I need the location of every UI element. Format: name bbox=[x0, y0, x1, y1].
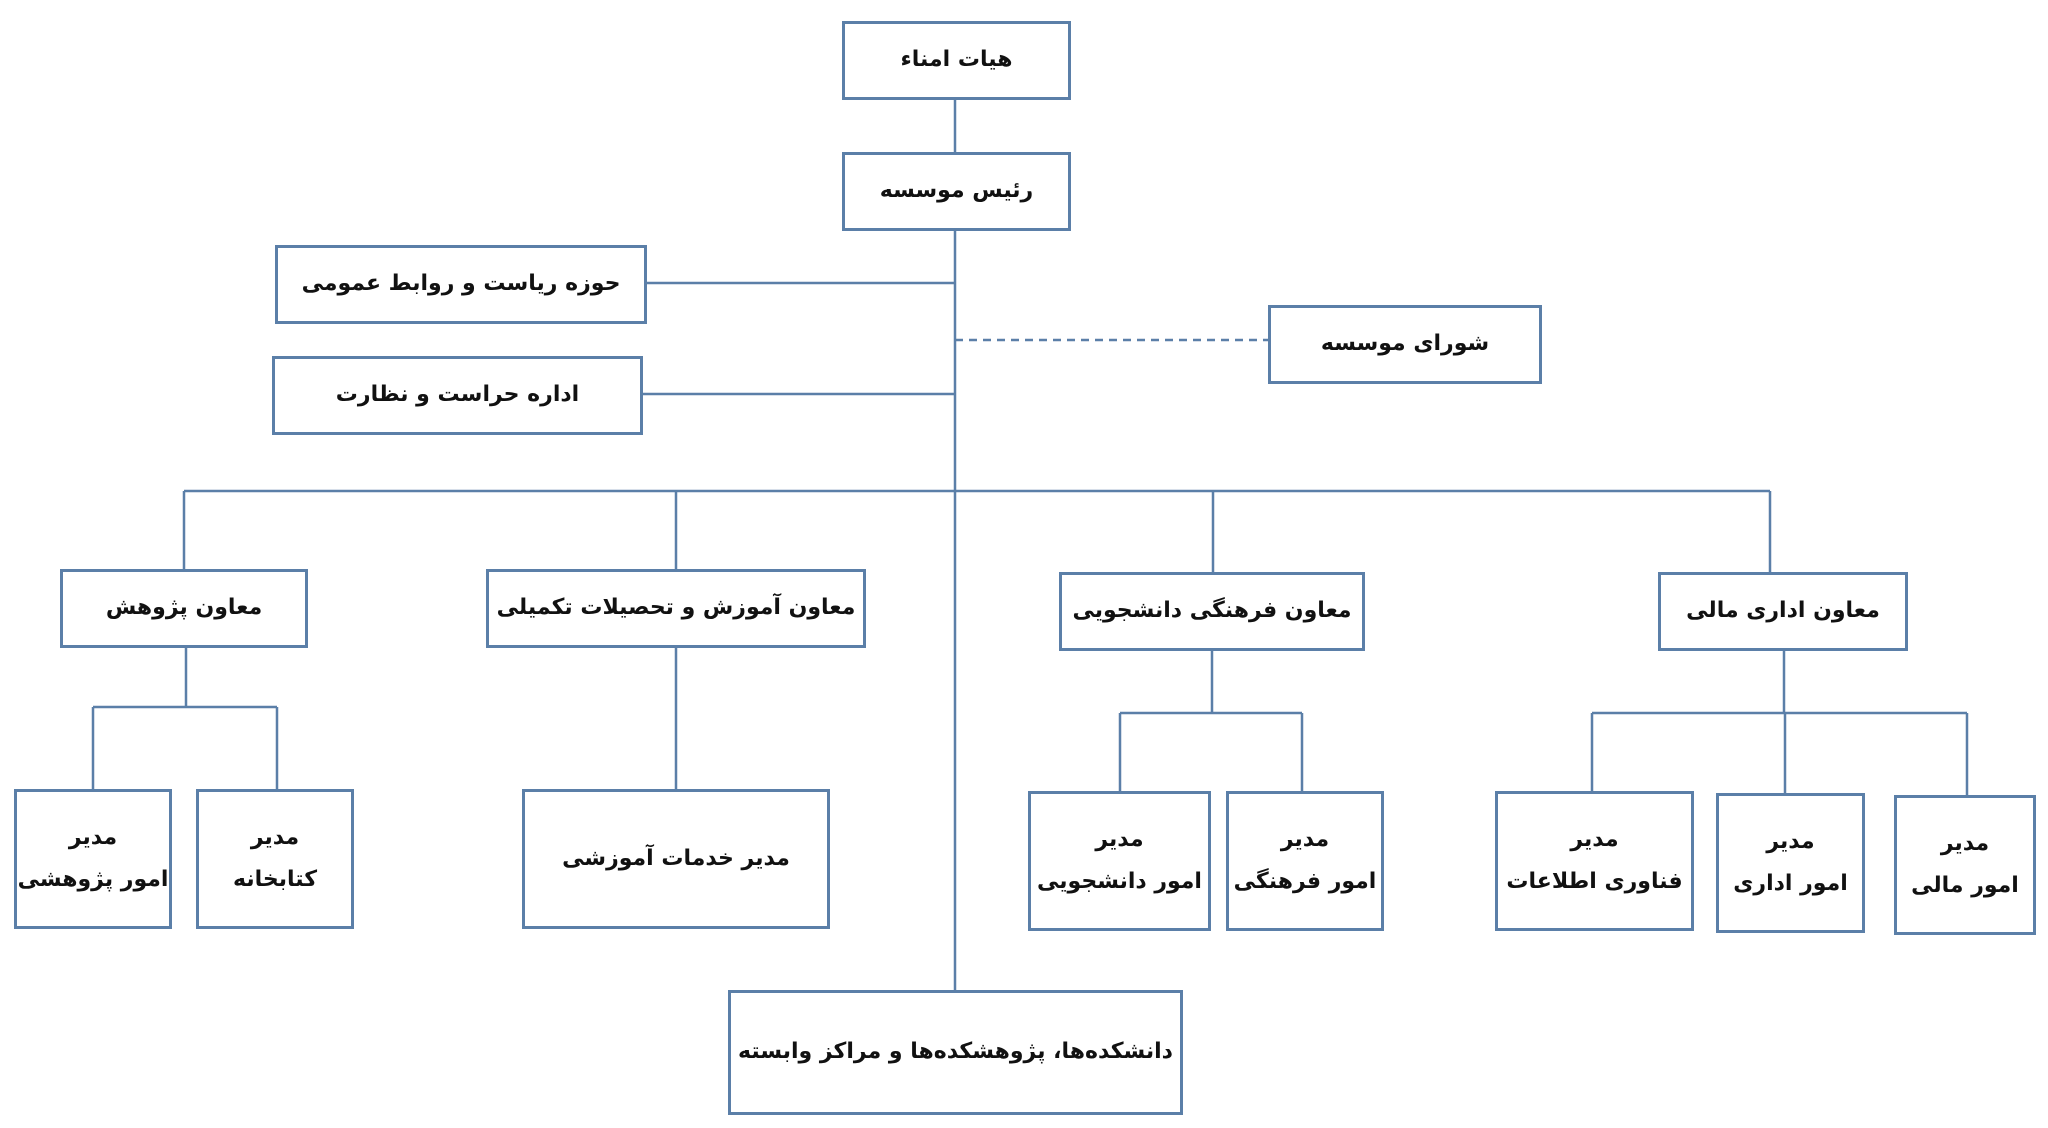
mgr-research-affairs-title: مدیر bbox=[68, 824, 118, 850]
president-label: رئیس موسسه bbox=[879, 178, 1034, 204]
vp-research-box: معاون پژوهش bbox=[60, 569, 308, 648]
vp-cultural-label: معاون فرهنگی دانشجویی bbox=[1072, 598, 1352, 624]
institute-council-box: شورای موسسه bbox=[1268, 305, 1542, 384]
vp-research-label: معاون پژوهش bbox=[105, 595, 263, 621]
mgr-financial-affairs-box: مدیر امور مالی bbox=[1894, 795, 2036, 935]
mgr-research-affairs-unit: امور پژوهشی bbox=[17, 867, 169, 892]
mgr-educational-services-box: مدیر خدمات آموزشی bbox=[522, 789, 830, 929]
security-office-box: اداره حراست و نظارت bbox=[272, 356, 643, 435]
security-office-label: اداره حراست و نظارت bbox=[335, 382, 580, 408]
institute-council-label: شورای موسسه bbox=[1320, 331, 1490, 357]
mgr-it-box: مدیر فناوری اطلاعات bbox=[1495, 791, 1694, 931]
mgr-admin-affairs-unit: امور اداری bbox=[1733, 871, 1848, 896]
mgr-research-affairs-box: مدیر امور پژوهشی bbox=[14, 789, 172, 929]
vp-admin-finance-label: معاون اداری مالی bbox=[1686, 598, 1880, 624]
mgr-cultural-affairs-title: مدیر bbox=[1280, 826, 1330, 852]
presidency-public-relations-label: حوزه ریاست و روابط عمومی bbox=[301, 271, 621, 297]
vp-education-label: معاون آموزش و تحصیلات تکمیلی bbox=[496, 595, 856, 621]
mgr-admin-affairs-title: مدیر bbox=[1766, 828, 1815, 854]
vp-admin-finance-box: معاون اداری مالی bbox=[1658, 572, 1908, 651]
president-box: رئیس موسسه bbox=[842, 152, 1071, 231]
mgr-cultural-affairs-box: مدیر امور فرهنگی bbox=[1226, 791, 1384, 931]
mgr-financial-affairs-unit: امور مالی bbox=[1911, 873, 2019, 898]
mgr-financial-affairs-title: مدیر bbox=[1940, 830, 1990, 856]
faculties-centers-box: دانشکده‌ها، پژوهشکده‌ها و مراکز وابسته bbox=[728, 990, 1183, 1115]
vp-cultural-box: معاون فرهنگی دانشجویی bbox=[1059, 572, 1365, 651]
mgr-student-affairs-box: مدیر امور دانشجویی bbox=[1028, 791, 1211, 931]
mgr-educational-services-label: مدیر خدمات آموزشی bbox=[562, 845, 790, 871]
mgr-it-title: مدیر bbox=[1570, 826, 1619, 852]
mgr-student-affairs-unit: امور دانشجویی bbox=[1037, 869, 1202, 894]
mgr-library-box: مدیر کتابخانه bbox=[196, 789, 354, 929]
vp-education-box: معاون آموزش و تحصیلات تکمیلی bbox=[486, 569, 866, 648]
faculties-centers-label: دانشکده‌ها، پژوهشکده‌ها و مراکز وابسته bbox=[738, 1039, 1173, 1065]
mgr-cultural-affairs-unit: امور فرهنگی bbox=[1233, 869, 1377, 894]
mgr-admin-affairs-box: مدیر امور اداری bbox=[1716, 793, 1865, 933]
mgr-it-unit: فناوری اطلاعات bbox=[1506, 869, 1683, 894]
board-of-trustees-label: هیات امناء bbox=[900, 47, 1013, 73]
mgr-library-unit: کتابخانه bbox=[233, 867, 318, 892]
mgr-library-title: مدیر bbox=[250, 824, 300, 850]
presidency-public-relations-box: حوزه ریاست و روابط عمومی bbox=[275, 245, 647, 324]
board-of-trustees-box: هیات امناء bbox=[842, 21, 1071, 100]
mgr-student-affairs-title: مدیر bbox=[1095, 826, 1144, 852]
